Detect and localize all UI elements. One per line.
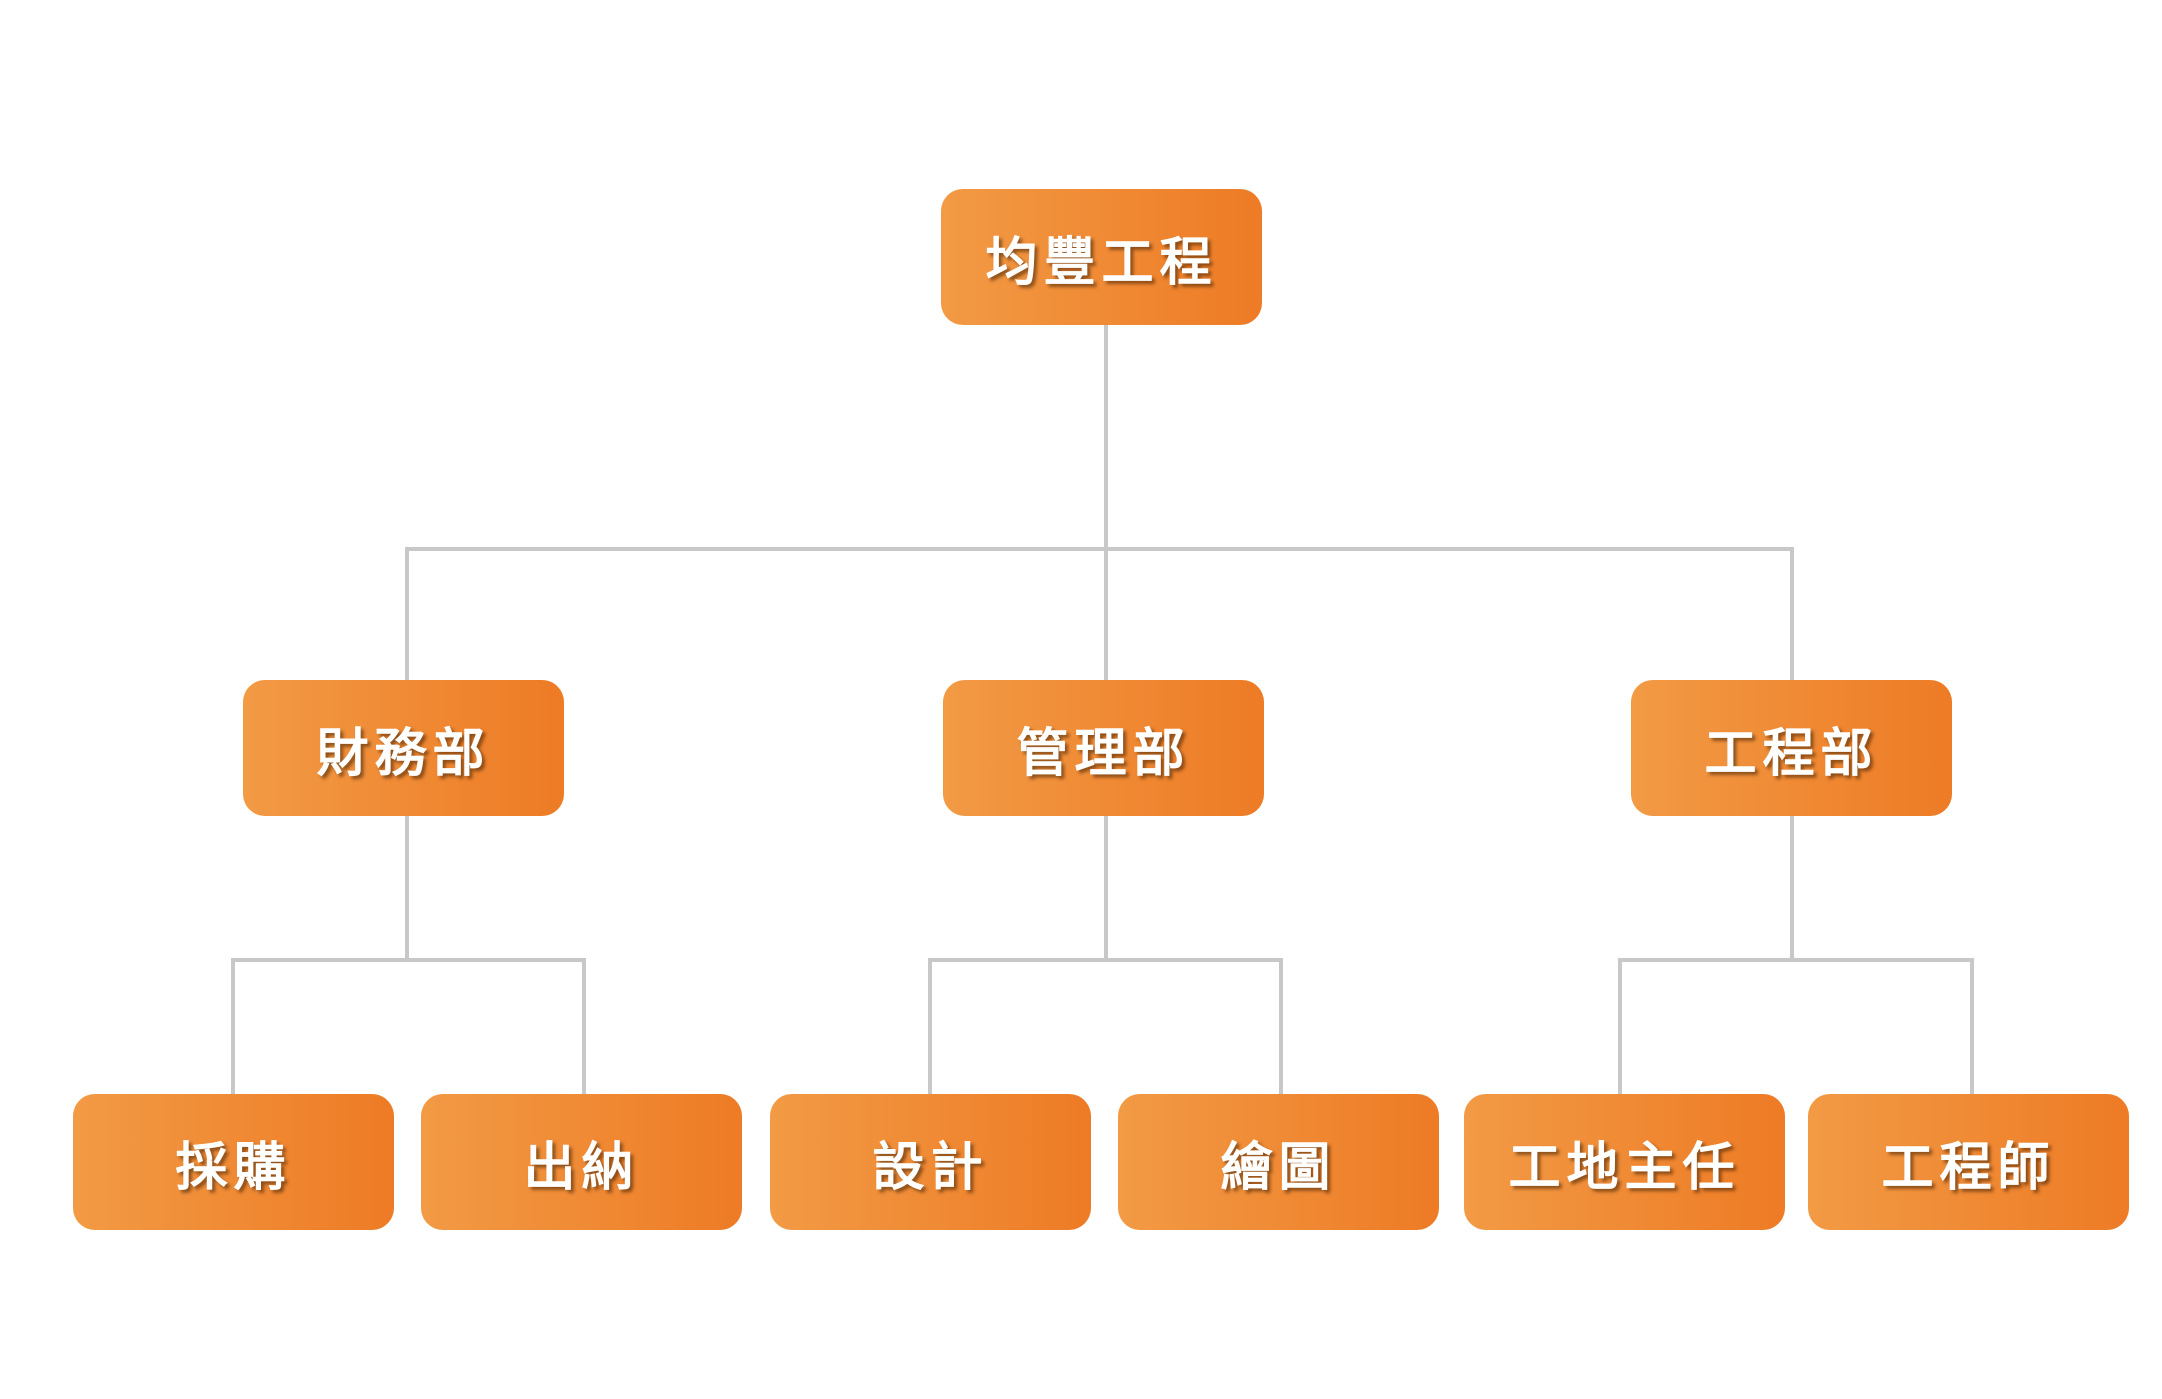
- node-finance-department: 財務部: [243, 680, 564, 816]
- node-site-supervisor: 工地主任: [1464, 1094, 1785, 1230]
- node-engineer-label: 工程師: [1881, 1137, 2056, 1198]
- node-finance-department-label: 財務部: [316, 723, 491, 784]
- node-engineering-department: 工程部: [1631, 680, 1952, 816]
- node-cashier-label: 出納: [523, 1137, 640, 1198]
- node-design-label: 設計: [872, 1137, 989, 1198]
- node-admin-department: 管理部: [943, 680, 1264, 816]
- node-cashier: 出納: [421, 1094, 742, 1230]
- node-drafting: 繪圖: [1118, 1094, 1439, 1230]
- node-site-supervisor-label: 工地主任: [1508, 1137, 1741, 1198]
- node-admin-department-label: 管理部: [1016, 723, 1191, 784]
- node-purchasing: 採購: [73, 1094, 394, 1230]
- node-root: 均豐工程: [941, 189, 1262, 325]
- node-engineering-department-label: 工程部: [1704, 723, 1879, 784]
- node-drafting-label: 繪圖: [1220, 1137, 1337, 1198]
- node-design: 設計: [770, 1094, 1091, 1230]
- node-purchasing-label: 採購: [175, 1137, 292, 1198]
- node-root-label: 均豐工程: [985, 232, 1218, 293]
- node-engineer: 工程師: [1808, 1094, 2129, 1230]
